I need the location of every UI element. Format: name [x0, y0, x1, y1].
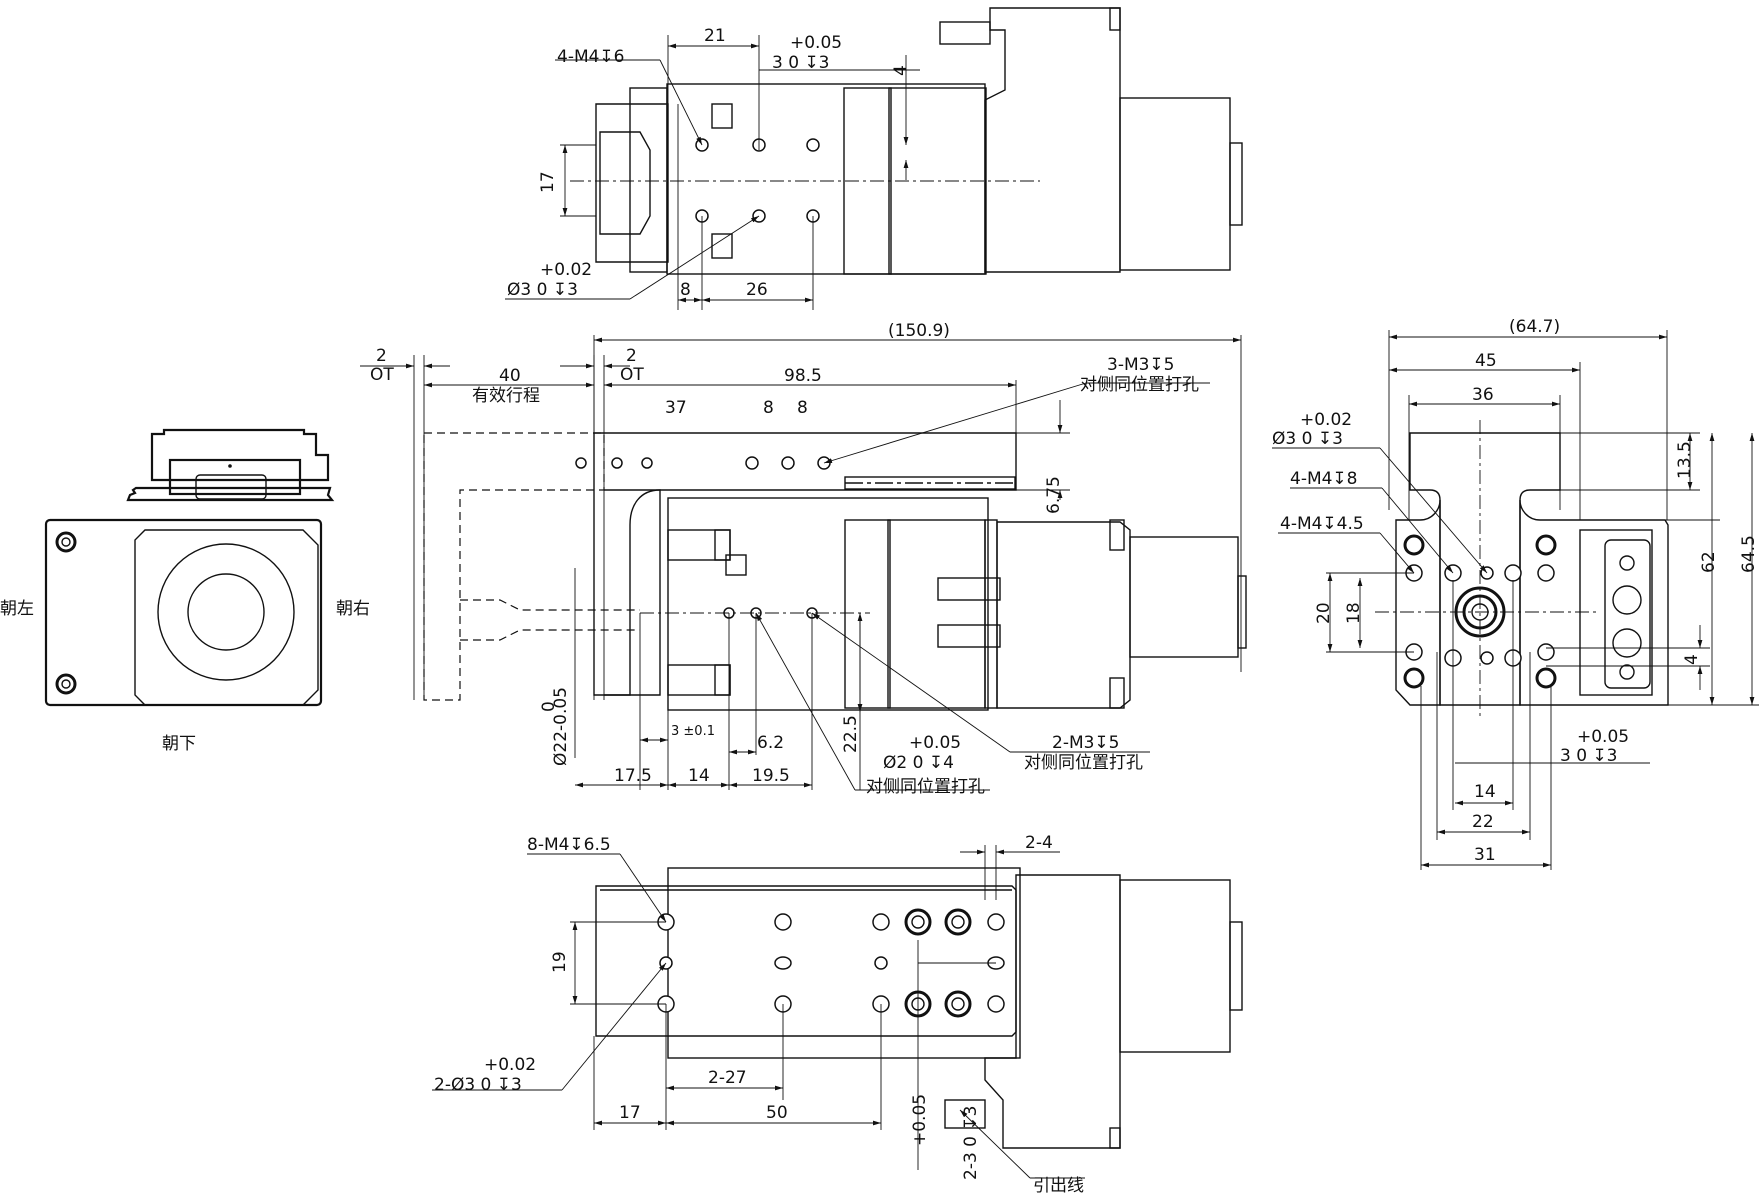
right-dim-20: 20 — [1314, 602, 1334, 624]
front-ot-left-label: OT — [370, 365, 394, 385]
front-dim-17-5: 17.5 — [614, 766, 652, 786]
front-callout-m3-right-note: 对侧同位置打孔 — [1024, 753, 1143, 773]
top-hole — [806, 138, 820, 152]
front-dim-shaft: Ø22-0.05 — [551, 687, 571, 766]
bottom-dim-2-27: 2-27 — [708, 1068, 747, 1088]
right-m4-4-5 — [1537, 564, 1555, 582]
bottom-callout-vertical-tol: +0.05 — [910, 1094, 930, 1146]
right-callout-m4-4-5: 4-M4↧4.5 — [1280, 514, 1364, 534]
right-dim-14: 14 — [1474, 782, 1496, 802]
right-dim-18: 18 — [1344, 602, 1364, 624]
right-dim-64-5: 64.5 — [1739, 535, 1759, 573]
right-dowel — [1480, 651, 1494, 665]
front-ot-right-value: 2 — [626, 346, 637, 366]
front-callout-m3-top: 3-M3↧5 — [1107, 355, 1175, 375]
bottom-callout-lead: 引出线 — [1033, 1176, 1084, 1196]
right-m4-4-5 — [1537, 643, 1555, 661]
bottom-callout-vertical: 2-3 0 ↧3 — [961, 1106, 981, 1180]
top-view: 4-M4↧6 21 +0.05 3 0 ↧3 4 17 +0.02 Ø3 0 ↧… — [505, 7, 1243, 310]
front-callout-m3-right: 2-M3↧5 — [1052, 733, 1120, 753]
top-dim-4: 4 — [891, 65, 911, 76]
top-dim-8: 8 — [680, 280, 691, 300]
front-ot-right-label: OT — [620, 365, 644, 385]
right-m4-8 — [1403, 534, 1425, 556]
right-dim-45: 45 — [1475, 351, 1497, 371]
right-hole — [1504, 564, 1522, 582]
bottom-view: 8-M4↧6.5 2-4 19 +0.02 2-Ø3 0 ↧3 2-27 17 … — [432, 833, 1243, 1196]
label-right: 朝右 — [336, 599, 370, 619]
left-bore-inner — [187, 573, 265, 651]
front-m3-hole — [745, 456, 759, 470]
bottom-m4-hole — [774, 913, 792, 931]
right-dim-36: 36 — [1472, 385, 1494, 405]
front-m3-hole — [781, 456, 795, 470]
right-callout-m4-8: 4-M4↧8 — [1290, 469, 1358, 489]
bottom-counterbore — [944, 908, 972, 936]
front-callout-dia20-note: 对侧同位置打孔 — [866, 777, 985, 797]
front-stroke-label: 有效行程 — [472, 386, 540, 406]
bottom-m4-hole — [872, 913, 890, 931]
front-callout-m3-top-note: 对侧同位置打孔 — [1080, 375, 1199, 395]
right-callout-dowel: Ø3 0 ↧3 — [1272, 429, 1343, 449]
top-tol-upper-dowel: +0.02 — [540, 260, 592, 280]
label-left: 朝左 — [0, 599, 34, 619]
bottom-dim-17: 17 — [619, 1103, 641, 1123]
bottom-counterbore — [904, 908, 932, 936]
top-callout-dowel: Ø3 0 ↧3 — [507, 280, 578, 300]
bottom-slot — [774, 956, 792, 970]
top-callout-m4: 4-M4↧6 — [557, 47, 625, 67]
bottom-callout-m4: 8-M4↧6.5 — [527, 835, 611, 855]
bottom-callout-dowel: 2-Ø3 0 ↧3 — [434, 1075, 522, 1095]
front-dim-8b: 8 — [797, 398, 808, 418]
right-tol-upper-dowel: +0.02 — [1300, 410, 1352, 430]
bottom-dim-2-4: 2-4 — [1025, 833, 1053, 853]
left-screw — [55, 673, 77, 695]
right-callout-30: 3 0 ↧3 — [1560, 746, 1618, 766]
front-dim-6-2: 6.2 — [757, 733, 784, 753]
front-stroke-value: 40 — [499, 366, 521, 386]
front-ot-left-value: 2 — [376, 346, 387, 366]
right-overall-width: (64.7) — [1509, 317, 1560, 337]
right-m4-8 — [1403, 667, 1425, 689]
top-callout-30: 3 0 ↧3 — [772, 53, 830, 73]
right-dim-62: 62 — [1699, 551, 1719, 573]
right-dim-4: 4 — [1682, 654, 1702, 665]
front-dim-8a: 8 — [763, 398, 774, 418]
bottom-dim-19: 19 — [550, 951, 570, 973]
bottom-m4-hole — [987, 995, 1005, 1013]
front-dim-shaft-upper: 0 — [539, 701, 559, 712]
front-dim-22-5: 22.5 — [841, 715, 861, 753]
right-dim-31: 31 — [1474, 845, 1496, 865]
left-end-view: 朝左 朝右 朝下 — [0, 428, 370, 754]
front-tol-upper-20: +0.05 — [909, 733, 961, 753]
right-dim-22: 22 — [1472, 812, 1494, 832]
right-m4-8 — [1535, 534, 1557, 556]
label-down: 朝下 — [162, 734, 196, 754]
bottom-m4-hole — [987, 913, 1005, 931]
front-dim-19-5: 19.5 — [752, 766, 790, 786]
right-tol-upper-30: +0.05 — [1577, 727, 1629, 747]
front-dim-37: 37 — [665, 398, 687, 418]
bottom-dim-50: 50 — [766, 1103, 788, 1123]
front-dim-3-tol: 3 ±0.1 — [671, 724, 715, 739]
left-bore-outer — [157, 543, 295, 681]
front-view: (150.9) 2 OT 2 OT 40 有效行程 98.5 3-M3↧5 对侧… — [360, 321, 1247, 797]
top-dim-21: 21 — [704, 26, 726, 46]
top-dim-17: 17 — [538, 171, 558, 193]
front-callout-dia20: Ø2 0 ↧4 — [883, 753, 954, 773]
top-dim-26: 26 — [746, 280, 768, 300]
front-overall-length: (150.9) — [888, 321, 950, 341]
front-dim-14: 14 — [688, 766, 710, 786]
right-dim-13-5: 13.5 — [1675, 441, 1695, 479]
top-tol-upper: +0.05 — [790, 33, 842, 53]
left-screw — [55, 531, 77, 553]
front-dim-98-5: 98.5 — [784, 366, 822, 386]
right-m4-8 — [1535, 667, 1557, 689]
bottom-counterbore — [944, 990, 972, 1018]
front-dim-6-75: 6.75 — [1044, 476, 1064, 514]
bottom-tol-upper-dowel: +0.02 — [484, 1055, 536, 1075]
right-end-view: (64.7) 45 36 +0.02 Ø3 0 ↧3 4-M4↧8 4-M4↧4… — [1272, 317, 1759, 870]
